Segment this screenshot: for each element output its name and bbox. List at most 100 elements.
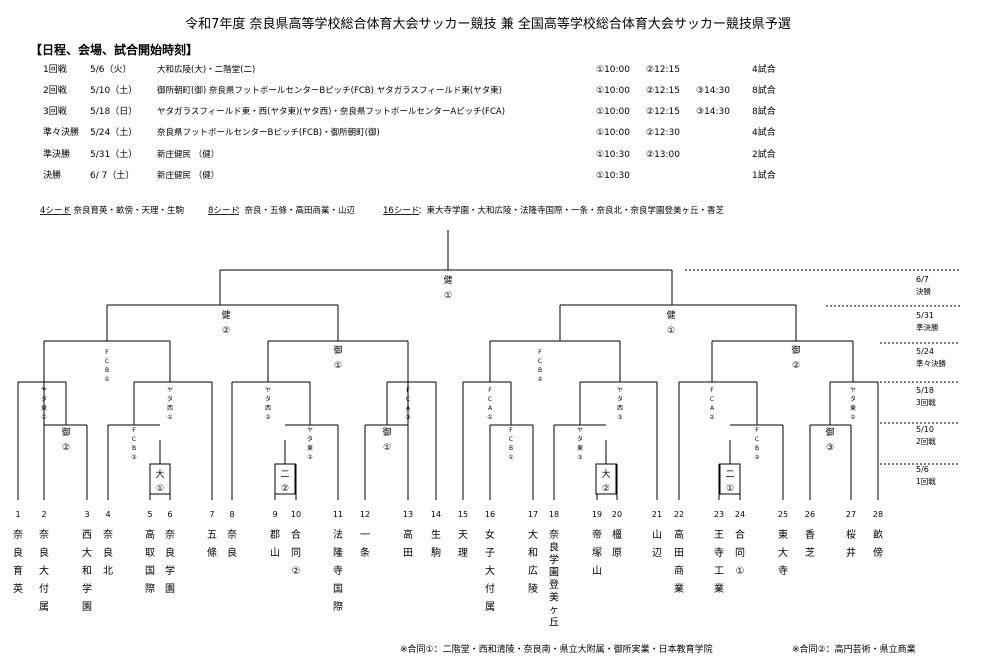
team-name-char: 田 [403,548,413,559]
seed16-teams: ：東大寺学園・大和広陵・法隆寺国際・一条・奈良北・奈良学園登美ヶ丘・香芝 [418,205,725,216]
team-name-char: 良 [165,546,175,559]
venue-r3: ① [167,414,172,421]
venue-qf1: ① [104,376,109,383]
team-name-char: 業 [714,582,724,595]
team-number: 21 [652,510,662,519]
team-number: 7 [209,510,214,519]
venue-r2: 東 [307,444,313,452]
venue-r2: ② [754,454,760,461]
seed16-label: 16シード [383,206,419,216]
team-name-char: 美 [549,591,559,604]
team-name-char: 良 [549,541,559,554]
venue-r2: 御 [825,426,834,438]
venue-final: 健 [443,274,452,286]
team-name-char: 條 [207,546,217,559]
page-title: 令和7年度 奈良県高等学校総合体育大会サッカー競技 兼 全国高等学校総合体育大会… [185,16,791,32]
team-name-char: 良 [227,546,237,559]
team-name-char: 商 [674,564,684,577]
team-name-char: 天 [458,530,468,541]
team-name-char: 広 [528,564,538,577]
venue-r3: ヤ [167,387,173,394]
schedule-date: 5/24（土） [90,126,137,138]
team-number: 17 [528,510,538,519]
team-name-char: 大 [485,564,495,577]
team-name-char: 合 [735,528,745,541]
venue-sf-left: ② [222,326,230,336]
venue-r2: 東 [577,444,583,452]
team-name-char: 東 [778,528,788,541]
team-name-char: 五 [207,530,217,541]
schedule-games: 1試合 [752,169,776,181]
venue-r3: 西 [265,405,271,412]
team-name-char: ヶ [549,605,559,616]
team-number: 13 [403,510,413,519]
team-name-char: 西 [82,530,92,541]
schedule-venue: 新庄健民 （健） [157,149,219,160]
team-entry: 7 五條 [207,510,217,559]
venue-r2: F [509,427,513,434]
team-name-char: 香 [805,529,815,541]
venue-r2: タ [577,435,583,443]
team-name-char: 大 [39,564,49,577]
schedule-date: 5/18（日） [90,106,137,117]
venue-r3: ③ [405,414,410,421]
venue-r3: タ [41,395,47,403]
venue-r1-site: 二 [280,470,289,480]
venue-r1: 二① [719,463,741,495]
schedule-time: ②13:00 [646,150,680,160]
venue-qf3: C [538,358,542,365]
team-name-char: 園 [82,601,92,613]
team-name-char: 同 [735,547,745,559]
team-name-char: 奈 [39,528,49,541]
team-name-char: 条 [360,546,370,559]
round-date: 5/10 [916,425,934,434]
venue-r3: タ [265,395,271,403]
schedule-time: ①10:30 [596,150,630,160]
venue-r1: 大② [595,463,617,495]
team-name-char: 畝 [873,528,883,541]
venue-qf3: B [538,367,542,374]
venue-r3: ヤ [265,387,271,394]
team-number: 6 [167,510,172,519]
venue-qf4: ② [792,361,800,371]
venue-r2: ヤ [577,427,583,434]
venue-r1-slot: ② [281,484,289,494]
venue-sf-right: ① [667,326,675,336]
team-name-char: 法 [333,528,343,541]
venue-r1: 大① [149,463,171,495]
schedule-time: ①10:00 [596,107,630,117]
seed-line: 4シード ：奈良育英・畝傍・天理・生駒 8シード ：奈良・五條・高田商業・山辺 … [40,205,725,216]
team-number: 28 [873,510,883,519]
venue-qf2: 御 [333,344,342,356]
team-name-char: 生 [431,528,441,541]
team-name-char: 登 [549,578,559,591]
team-number: 10 [291,510,301,519]
round-name: 3回戦 [916,397,936,407]
venue-r3: A [488,405,493,412]
team-name-char: 奈 [103,528,113,541]
schedule-venue: 大和広陵(大)・二階堂(二) [157,64,255,75]
team-name-char: 高 [403,528,413,541]
venue-r2: ③ [826,443,834,453]
venue-r2: F [755,427,759,434]
venue-qf4: 御 [791,344,800,356]
venue-r1-slot: ② [602,484,610,494]
venue-qf3: F [538,349,542,356]
round-date: 6/7 [916,275,929,284]
team-name-char: 同 [291,547,301,559]
venue-r3: F [406,387,410,394]
venue-r3: タ [167,395,173,403]
team-number: 24 [735,510,745,519]
team-name-char: 理 [458,547,468,559]
team-name-char: 奈 [13,528,23,541]
